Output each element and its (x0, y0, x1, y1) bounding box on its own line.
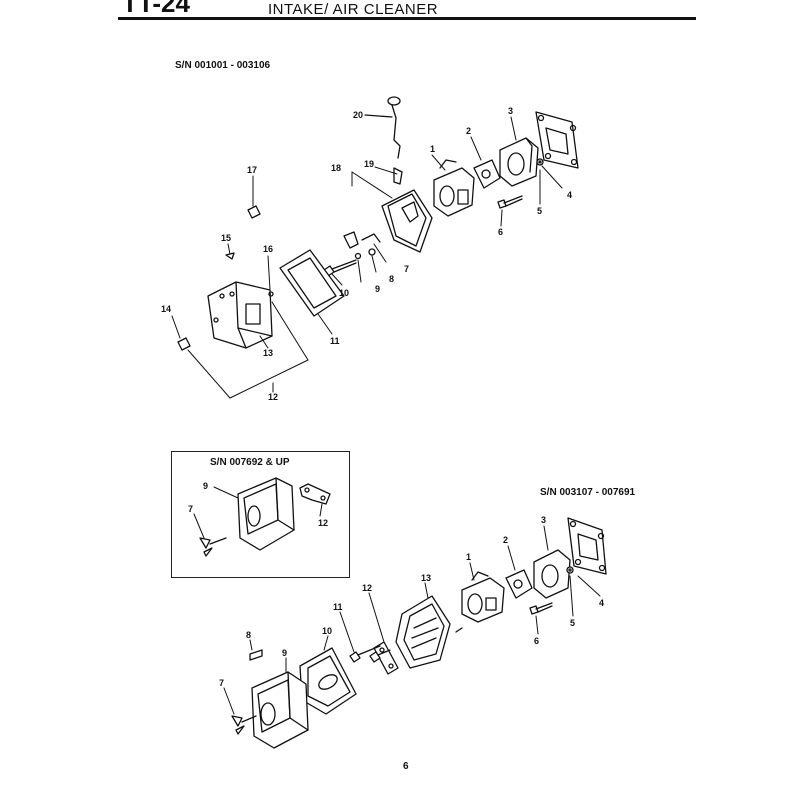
callout-7: 7 (404, 264, 409, 274)
lower-screw-part (529, 602, 553, 615)
page-code: TT-24 (122, 0, 190, 18)
callout-1: 1 (430, 144, 435, 154)
lower-insulator-part (533, 549, 571, 599)
filter-element-part (279, 249, 345, 317)
callout-6: 6 (498, 227, 503, 237)
lower-callout-9: 9 (282, 648, 287, 658)
callout-20: 20 (353, 110, 363, 120)
carburetor-part (433, 159, 475, 217)
lower-callout-13: 13 (421, 573, 431, 583)
lower-leader-lines (223, 525, 601, 715)
callout-17: 17 (247, 165, 257, 175)
callout-3: 3 (508, 106, 513, 116)
filter-cover-screw-part (323, 259, 357, 277)
callout-4: 4 (567, 190, 572, 200)
lower-callout-6: 6 (534, 636, 539, 646)
inset-callout-7: 7 (188, 504, 193, 514)
lower-air-cleaner-cover-part (251, 671, 309, 749)
callouts-upper: 20 2 3 1 18 19 17 4 5 6 15 16 7 8 10 9 1… (161, 106, 572, 402)
callout-14: 14 (161, 304, 171, 314)
cover-small-parts (177, 205, 274, 351)
lower-callout-11: 11 (333, 602, 343, 612)
gasket-part (473, 159, 501, 189)
lower-callout-12: 12 (362, 583, 372, 593)
lower-callout-8: 8 (246, 630, 251, 640)
lower-small-parts (231, 649, 263, 735)
serial-range-lower: S/N 003107 - 007691 (540, 487, 636, 498)
inset-box (171, 451, 350, 578)
nut-part (536, 158, 544, 166)
lower-filter-element-part (299, 647, 357, 715)
serial-range-upper: S/N 001001 - 003106 (175, 60, 271, 71)
lower-callout-2: 2 (503, 535, 508, 545)
callout-18: 18 (331, 163, 341, 173)
inset-leader-lines (193, 486, 323, 539)
callout-19: 19 (364, 159, 374, 169)
lower-carburetor-part (461, 571, 505, 623)
callout-10: 10 (339, 288, 349, 298)
inset-callout-12: 12 (318, 518, 328, 528)
callout-13: 13 (263, 348, 273, 358)
header-rule (118, 17, 696, 20)
air-cleaner-cover-part (207, 281, 273, 349)
air-filter-plate-part (381, 167, 433, 253)
lower-nut-part (566, 566, 574, 574)
callouts-lower: 3 1 2 13 12 11 10 8 9 7 4 5 6 (219, 515, 604, 688)
callout-11: 11 (330, 336, 340, 346)
callout-8: 8 (389, 274, 394, 284)
choke-lever-parts (343, 231, 381, 260)
callout-12: 12 (268, 392, 278, 402)
lower-callout-5: 5 (570, 618, 575, 628)
lower-flange-gasket-part (567, 517, 607, 575)
insulator-part (499, 137, 539, 187)
inset-wing-nut-part (199, 537, 227, 557)
lower-callout-3: 3 (541, 515, 546, 525)
inset-bracket-part (299, 483, 331, 505)
callout-15: 15 (221, 233, 231, 243)
screw-part (497, 195, 523, 209)
flange-gasket-part (535, 111, 579, 169)
page-number: 6 (403, 761, 409, 772)
callouts-inset: 9 7 12 (188, 481, 328, 528)
lower-bracket-part (373, 641, 399, 675)
lower-callout-7: 7 (219, 678, 224, 688)
inset-callout-9: 9 (203, 481, 208, 491)
choke-rod-part (364, 96, 401, 159)
callout-9: 9 (375, 284, 380, 294)
upper-leader-lines (171, 116, 563, 399)
serial-range-inset: S/N 007692 & UP (210, 457, 290, 468)
lower-callout-10: 10 (322, 626, 332, 636)
lower-callout-1: 1 (466, 552, 471, 562)
lower-filter-base-part (395, 595, 463, 669)
callout-5: 5 (537, 206, 542, 216)
lower-gasket-part (505, 569, 533, 599)
lower-screws-part (349, 645, 391, 663)
page-title: INTAKE/ AIR CLEANER (268, 1, 439, 18)
callout-2: 2 (466, 126, 471, 136)
lower-callout-4: 4 (599, 598, 604, 608)
inset-air-cleaner-cover-part (237, 477, 295, 551)
callout-16: 16 (263, 244, 273, 254)
